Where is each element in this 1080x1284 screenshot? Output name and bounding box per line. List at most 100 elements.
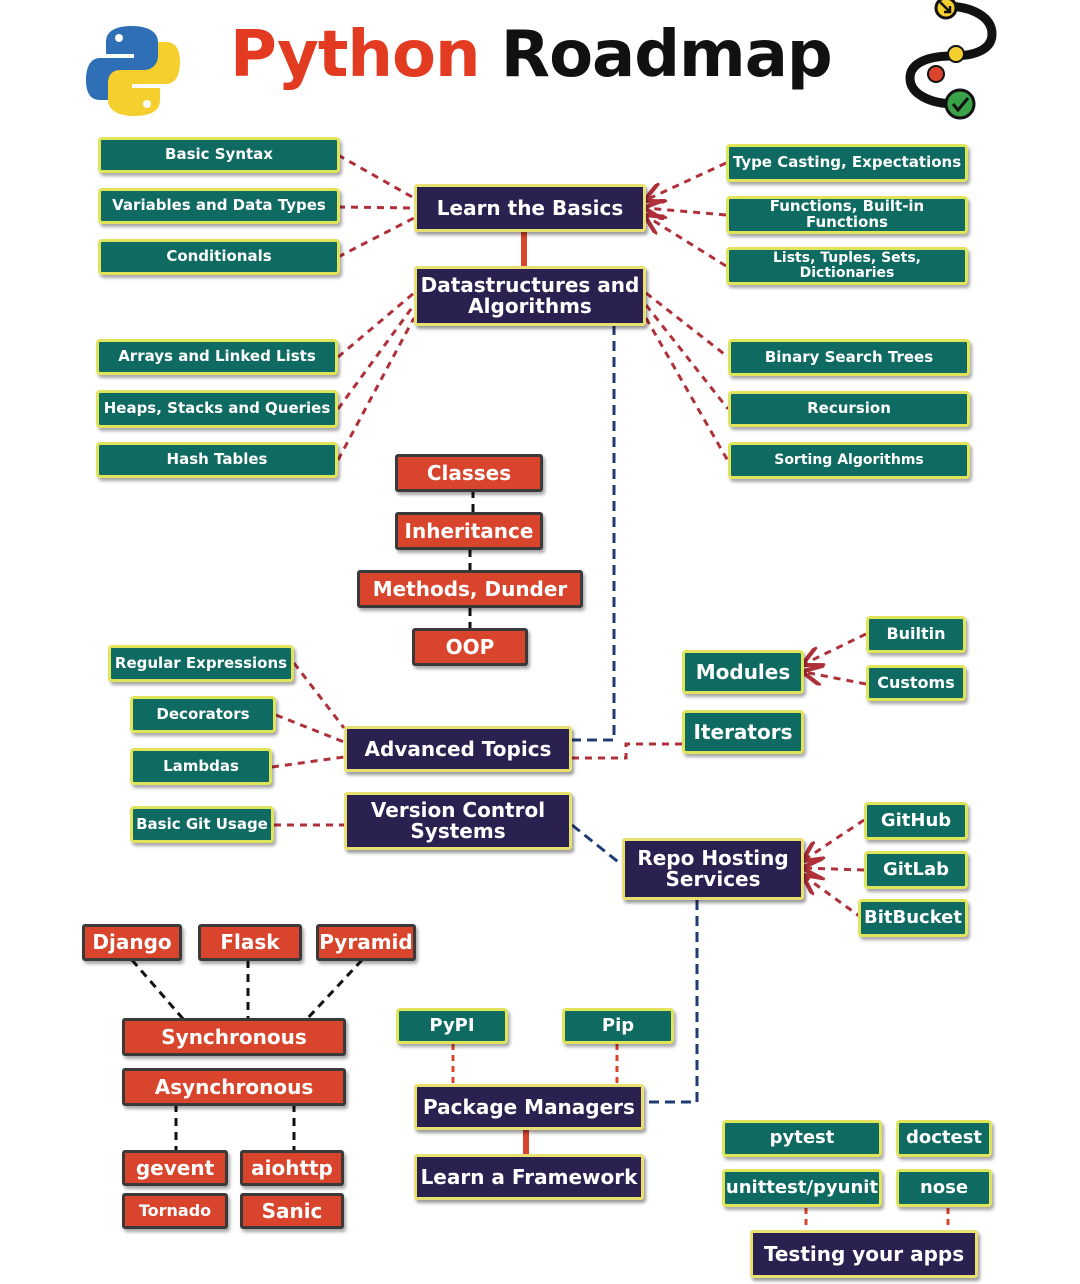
edge-github: [804, 818, 865, 860]
title-python: Python: [230, 18, 480, 92]
node-oop[interactable]: OOP: [412, 628, 528, 666]
node-label: Sanic: [261, 1198, 323, 1223]
node-customs[interactable]: Customs: [866, 665, 966, 701]
node-builtin[interactable]: Builtin: [866, 616, 966, 653]
node-label: unittest/pyunit: [725, 1176, 879, 1198]
node-lambdas[interactable]: Lambdas: [130, 748, 272, 785]
node-pip[interactable]: Pip: [562, 1008, 674, 1044]
node-label: Customs: [877, 672, 955, 692]
node-learn-basics[interactable]: Learn the Basics: [414, 184, 646, 232]
node-label: Repo Hosting Services: [637, 846, 789, 891]
node-gitlab[interactable]: GitLab: [864, 851, 968, 889]
node-arrays[interactable]: Arrays and Linked Lists: [96, 339, 338, 375]
node-variables[interactable]: Variables and Data Types: [98, 188, 340, 224]
node-label: Variables and Data Types: [112, 196, 326, 215]
node-learn-framework[interactable]: Learn a Framework: [414, 1154, 644, 1200]
title-roadmap: Roadmap: [500, 18, 833, 92]
node-vcs[interactable]: Version Control Systems: [344, 792, 572, 850]
node-methods[interactable]: Methods, Dunder: [357, 570, 583, 608]
node-label: Decorators: [156, 704, 250, 723]
node-label: Lambdas: [163, 756, 239, 775]
edge-customs: [804, 672, 867, 684]
edge-functions: [646, 208, 727, 215]
node-basic-syntax[interactable]: Basic Syntax: [98, 137, 340, 173]
node-pytest[interactable]: pytest: [722, 1120, 882, 1157]
edge-gitlab: [804, 868, 865, 870]
edge-regex: [292, 662, 346, 729]
node-label: Version Control Systems: [370, 798, 546, 843]
edge-arrays: [337, 291, 415, 359]
edge-iterators: [572, 742, 682, 760]
node-modules[interactable]: Modules: [682, 650, 804, 694]
node-label: Inheritance: [404, 518, 534, 543]
node-label: Hash Tables: [166, 450, 268, 469]
node-lists-tuples[interactable]: Lists, Tuples, Sets, Dictionaries: [726, 247, 968, 285]
edge-conditionals: [337, 216, 415, 259]
node-label: Package Managers: [423, 1094, 635, 1119]
node-testing[interactable]: Testing your apps: [750, 1230, 978, 1278]
node-doctest[interactable]: doctest: [896, 1120, 992, 1157]
node-label: Django: [92, 930, 172, 954]
edge-bst: [645, 291, 729, 359]
node-label: Modules: [695, 659, 791, 684]
node-sorting[interactable]: Sorting Algorithms: [728, 442, 970, 479]
node-basic-git[interactable]: Basic Git Usage: [130, 806, 274, 843]
node-unittest[interactable]: unittest/pyunit: [722, 1169, 882, 1207]
node-label: Iterators: [693, 719, 793, 744]
node-label: Sorting Algorithms: [774, 452, 924, 469]
node-type-casting[interactable]: Type Casting, Expectations: [726, 144, 968, 182]
node-bst[interactable]: Binary Search Trees: [728, 339, 970, 376]
node-django[interactable]: Django: [82, 924, 182, 961]
node-dsa[interactable]: Datastructures and Algorithms: [414, 266, 646, 326]
node-nose[interactable]: nose: [896, 1169, 992, 1207]
node-label: Tornado: [138, 1200, 212, 1220]
node-advanced[interactable]: Advanced Topics: [344, 726, 572, 772]
node-asynchronous[interactable]: Asynchronous: [122, 1068, 346, 1106]
edge-lambdas: [271, 755, 345, 769]
edge-vcs-repo: [571, 823, 623, 867]
node-github[interactable]: GitHub: [864, 802, 968, 840]
edge-django: [130, 959, 186, 1021]
node-label: Methods, Dunder: [372, 576, 568, 601]
edge-builtin: [804, 632, 867, 664]
node-sanic[interactable]: Sanic: [240, 1193, 344, 1229]
node-inheritance[interactable]: Inheritance: [395, 512, 543, 550]
node-label: Classes: [426, 460, 512, 485]
node-recursion[interactable]: Recursion: [728, 391, 970, 427]
node-conditionals[interactable]: Conditionals: [98, 239, 340, 275]
node-label: Type Casting, Expectations: [732, 153, 962, 172]
edge-basic-syntax: [337, 153, 415, 200]
node-synchronous[interactable]: Synchronous: [122, 1018, 346, 1056]
node-bitbucket[interactable]: BitBucket: [858, 899, 968, 937]
node-label: Learn the Basics: [436, 195, 624, 220]
node-heaps[interactable]: Heaps, Stacks and Queries: [96, 390, 338, 428]
node-hash-tables[interactable]: Hash Tables: [96, 442, 338, 478]
node-repo-hosting[interactable]: Repo Hosting Services: [622, 838, 804, 900]
edge-heaps: [336, 304, 416, 410]
node-gevent[interactable]: gevent: [122, 1150, 228, 1186]
edge-lists: [646, 216, 727, 268]
node-label: Regular Expressions: [114, 653, 288, 672]
node-regex[interactable]: Regular Expressions: [108, 645, 294, 682]
edge-hash-tables: [336, 317, 416, 461]
node-tornado[interactable]: Tornado: [122, 1193, 228, 1229]
node-label: Basic Git Usage: [136, 814, 268, 833]
edge-repo-package: [644, 900, 699, 1104]
python-logo-icon: [86, 26, 180, 116]
node-label: PyPI: [429, 1014, 475, 1036]
node-label: Arrays and Linked Lists: [118, 347, 316, 366]
node-package-managers[interactable]: Package Managers: [414, 1084, 644, 1130]
node-flask[interactable]: Flask: [198, 924, 302, 961]
node-pyramid[interactable]: Pyramid: [316, 924, 416, 961]
edge-recursion: [644, 304, 730, 410]
node-label: Advanced Topics: [364, 736, 552, 761]
node-aiohttp[interactable]: aiohttp: [240, 1150, 344, 1186]
node-pypi[interactable]: PyPI: [396, 1008, 508, 1044]
node-iterators[interactable]: Iterators: [682, 710, 804, 754]
node-functions[interactable]: Functions, Built-in Functions: [726, 196, 968, 234]
page-title: Python Roadmap: [230, 18, 833, 92]
edge-bitbucket: [804, 876, 863, 920]
node-decorators[interactable]: Decorators: [130, 696, 276, 733]
node-classes[interactable]: Classes: [395, 454, 543, 492]
